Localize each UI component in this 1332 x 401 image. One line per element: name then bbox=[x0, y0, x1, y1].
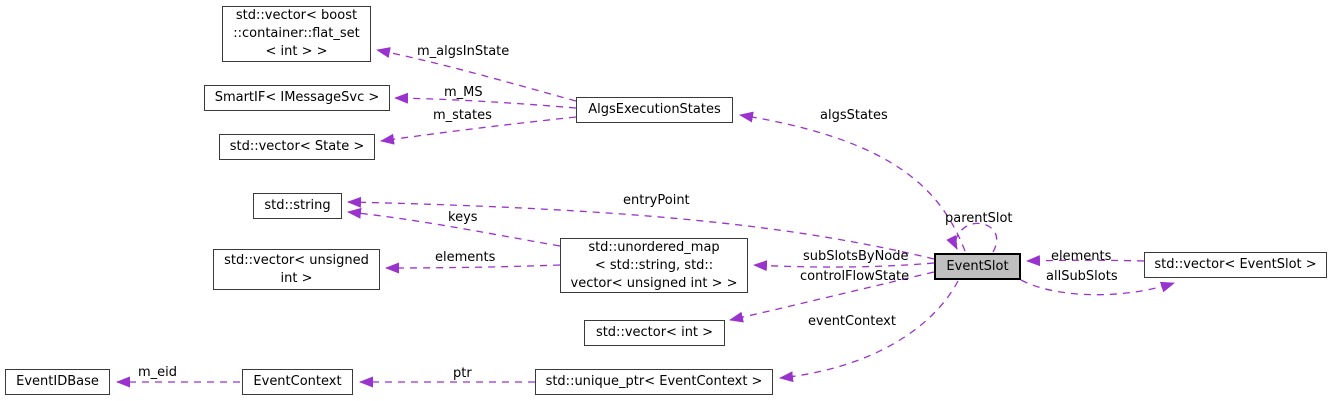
node-std-vector-flat-set: std::vector< boost ::container::flat_set… bbox=[222, 6, 371, 62]
edge-entrypoint bbox=[347, 196, 935, 260]
edge-label-m-ms: m_MS bbox=[444, 85, 483, 100]
edge-allsubslots bbox=[1020, 279, 1175, 296]
edge-m-ms bbox=[394, 92, 577, 109]
edge-elements-right bbox=[1026, 255, 1145, 267]
edge-algsstates bbox=[739, 111, 966, 252]
edge-label-eventcontext: eventContext bbox=[808, 314, 896, 329]
node-std-unique-ptr-eventcontext: std::unique_ptr< EventContext > bbox=[535, 369, 773, 395]
edge-keys bbox=[347, 207, 561, 247]
edge-label-algsstates: algsStates bbox=[820, 108, 888, 123]
node-smartif-imessagesvc[interactable]: SmartIF< IMessageSvc > bbox=[204, 85, 390, 111]
edge-label-m-eid: m_eid bbox=[138, 365, 178, 380]
edge-label-controlflowstate: controlFlowState bbox=[800, 269, 910, 284]
node-std-vector-unsigned-int: std::vector< unsigned int > bbox=[213, 249, 380, 290]
edge-label-ptr: ptr bbox=[453, 366, 472, 381]
edge-label-keys: keys bbox=[448, 210, 478, 225]
edge-elements-left bbox=[385, 262, 561, 274]
edge-subslotsbynode bbox=[753, 260, 935, 272]
edge-controlflowstate bbox=[729, 271, 935, 323]
node-std-vector-state: std::vector< State > bbox=[219, 134, 375, 160]
node-eventslot-current: EventSlot bbox=[934, 253, 1021, 280]
edge-label-m-algsinstate: m_algsInState bbox=[417, 44, 510, 59]
edge-label-elements-left: elements bbox=[435, 250, 496, 265]
edge-label-entrypoint: entryPoint bbox=[623, 193, 690, 208]
node-std-string: std::string bbox=[253, 193, 342, 219]
node-std-vector-int: std::vector< int > bbox=[584, 320, 725, 346]
edge-label-parentslot: parentSlot bbox=[945, 211, 1013, 226]
node-std-unordered-map: std::unordered_map < std::string, std:: … bbox=[560, 238, 748, 293]
node-std-vector-eventslot: std::vector< EventSlot > bbox=[1144, 252, 1327, 278]
edge-label-m-states: m_states bbox=[433, 108, 492, 123]
edge-m-states bbox=[380, 116, 577, 145]
node-eventcontext[interactable]: EventContext bbox=[242, 369, 353, 395]
node-eventidbase[interactable]: EventIDBase bbox=[5, 369, 110, 395]
edge-label-elements-right: elements bbox=[1051, 249, 1112, 264]
edge-label-allsubslots: allSubSlots bbox=[1046, 269, 1118, 284]
edge-label-subslotsbynode: subSlotsByNode bbox=[803, 249, 909, 264]
node-algsexecutionstates[interactable]: AlgsExecutionStates bbox=[576, 97, 733, 123]
edge-parentslot-self-loop bbox=[946, 222, 998, 253]
edge-eventcontext bbox=[779, 280, 959, 383]
